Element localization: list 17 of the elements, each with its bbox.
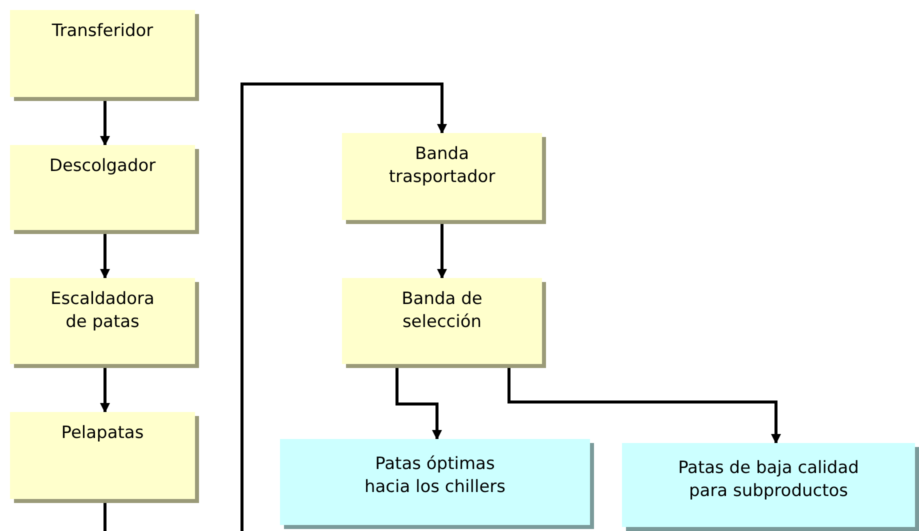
box-label: Patas de baja calidad para subproductos	[677, 457, 860, 503]
arrow	[240, 82, 447, 531]
box-label: Patas óptimas hacia los chillers	[363, 453, 507, 499]
box-label: Descolgador	[48, 155, 157, 178]
process-box	[10, 10, 195, 97]
box-label: Banda de selección	[400, 288, 484, 334]
process-box	[10, 278, 195, 364]
process-box	[342, 133, 542, 220]
process-box	[10, 412, 195, 499]
process-box	[342, 278, 542, 364]
box-label: Transferidor	[50, 20, 154, 43]
process-box	[10, 145, 195, 230]
process-box	[622, 443, 915, 527]
box-label: Pelapatas	[60, 422, 145, 445]
box-label: Banda trasportador	[388, 143, 496, 189]
box-label: Escaldadora de patas	[50, 288, 156, 334]
process-box	[280, 439, 590, 525]
